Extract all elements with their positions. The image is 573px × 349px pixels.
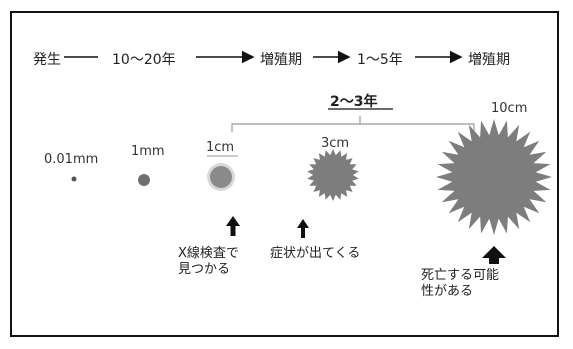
tumor-1mm <box>138 174 150 186</box>
arrow-symptoms <box>297 219 309 238</box>
timeline-growth-period-1: 増殖期 <box>260 52 302 68</box>
tumor-0-01mm <box>71 176 77 182</box>
bracket <box>231 116 475 132</box>
size-label-1mm: 1mm <box>131 144 165 159</box>
tumor-10cm <box>436 119 552 235</box>
timeline-onset: 発生 <box>33 52 61 68</box>
size-label-0-01mm: 0.01mm <box>44 152 99 167</box>
timeline-years-second: 1～5年 <box>357 52 403 68</box>
arrow-xray <box>226 216 240 236</box>
tumor-3cm <box>307 149 359 201</box>
size-label-10cm: 10cm <box>491 101 528 116</box>
tumor-1cm <box>210 166 232 188</box>
arrow-death <box>482 246 506 264</box>
note-xray-detection: X線検査で 見つかる <box>178 246 239 277</box>
timeline-years-first: 10～20年 <box>112 52 176 68</box>
bracket-label: 2～3年 <box>330 94 378 110</box>
note-possible-death: 死亡する可能 性がある <box>421 268 500 299</box>
note-symptoms-appear: 症状が出てくる <box>270 246 361 261</box>
size-label-3cm: 3cm <box>321 136 350 151</box>
size-label-1cm: 1cm <box>206 140 235 155</box>
timeline-growth-period-2: 増殖期 <box>468 52 510 68</box>
